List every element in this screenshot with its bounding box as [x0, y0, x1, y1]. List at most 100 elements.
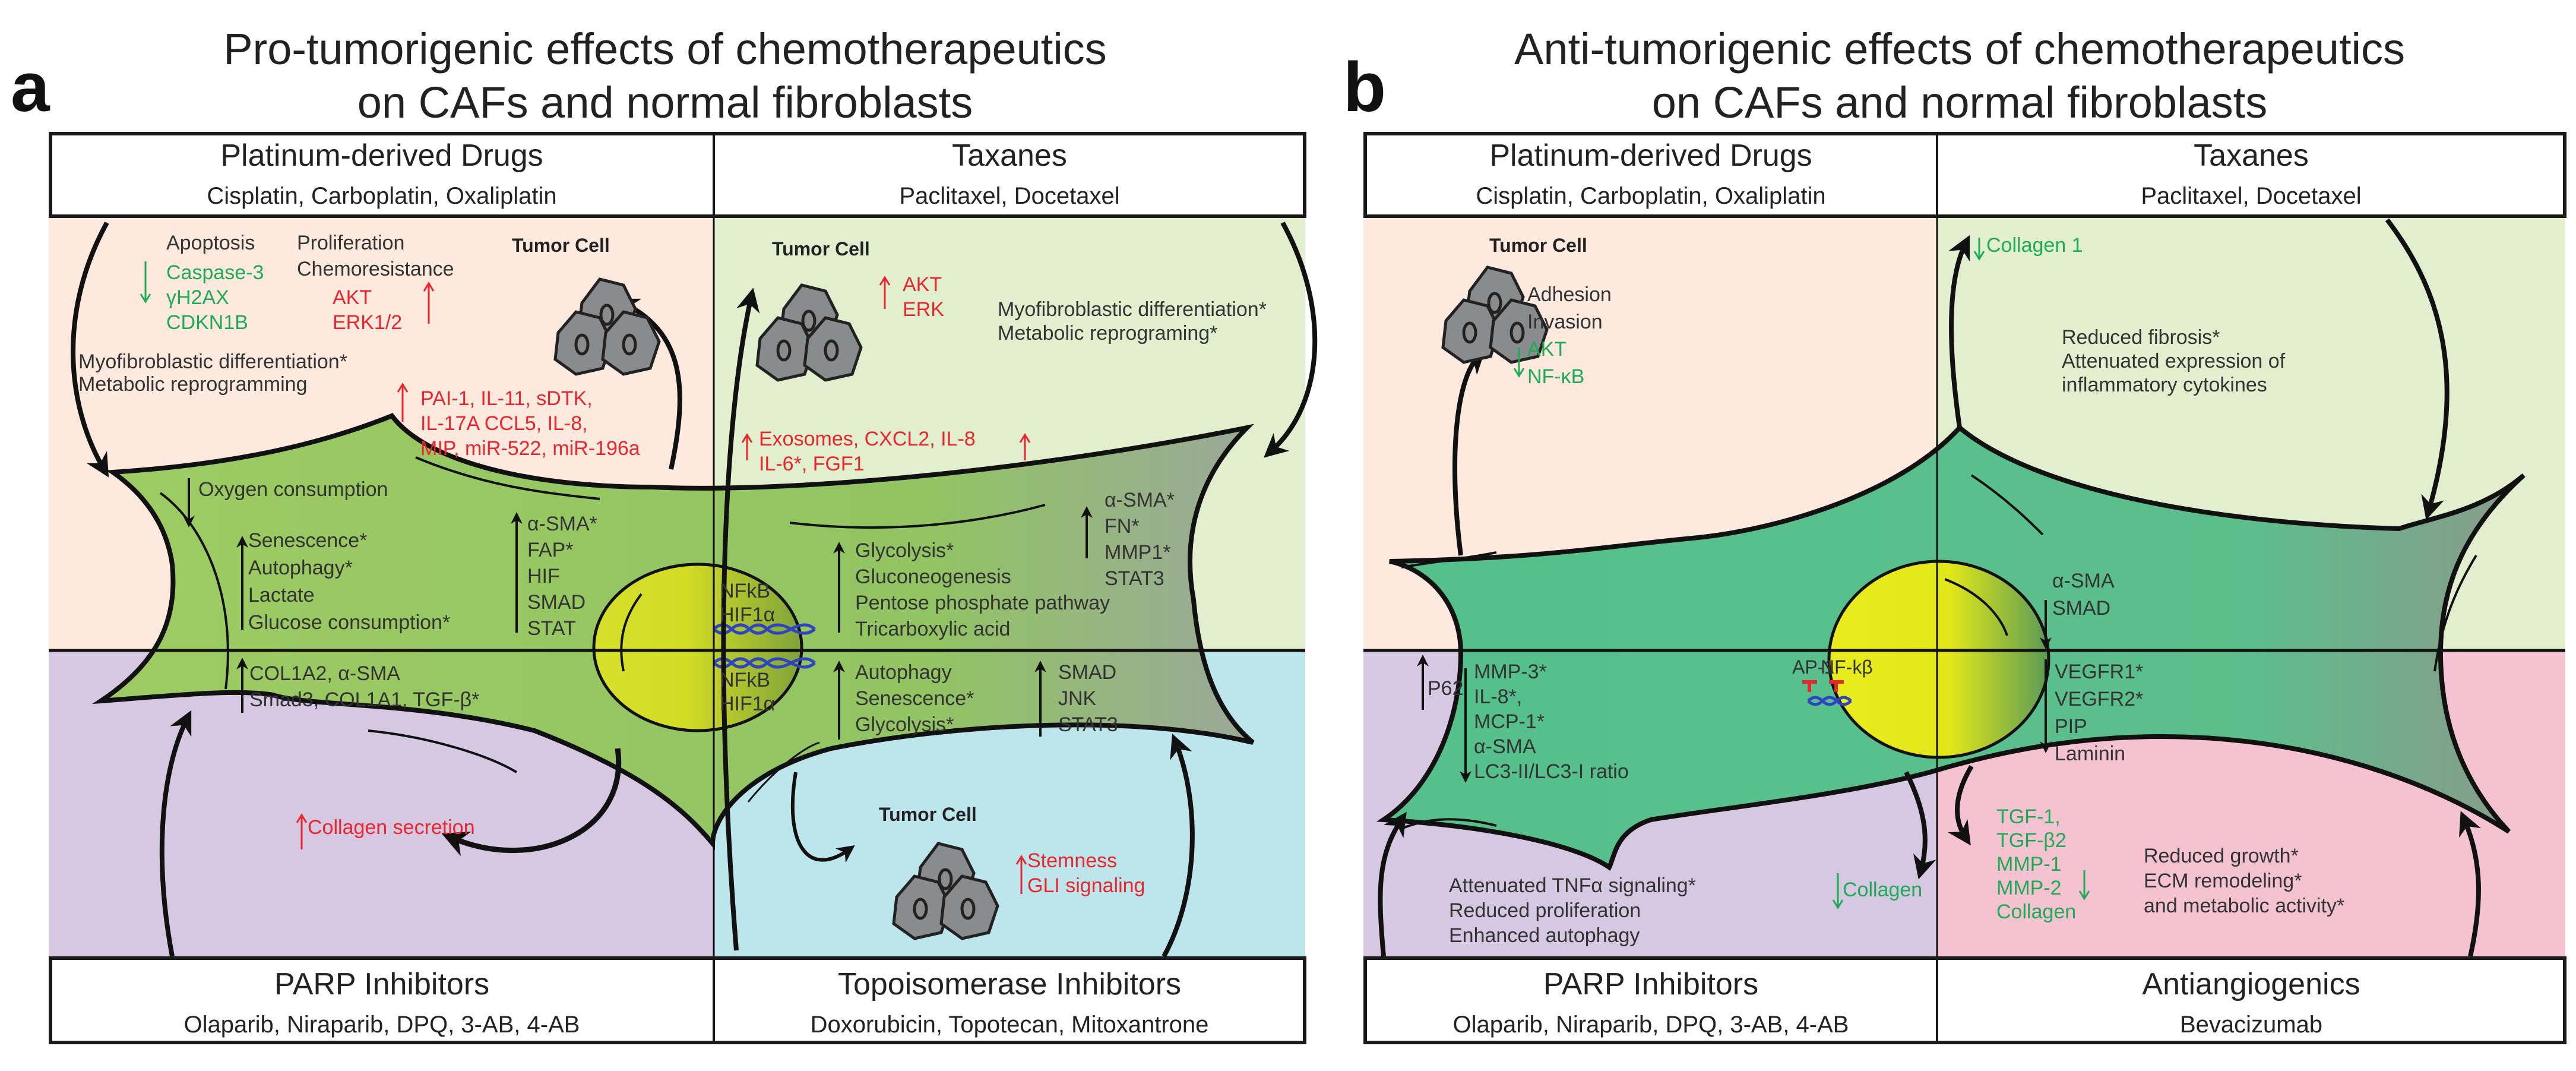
nucleus-factor: HIF1α	[720, 604, 776, 626]
label-metabolic-taxanes-a: Metabolic reprograming*	[998, 322, 1218, 345]
header-platinum-a-title: Platinum-derived Drugs	[220, 138, 543, 173]
effect: Reduced fibrosis*	[2062, 326, 2220, 349]
tumor-cell-icon	[755, 283, 863, 382]
effect: Invasion	[1527, 311, 1603, 333]
tumor-cell-icon	[1441, 266, 1549, 364]
up-factors-taxanes-a: α-SMA* FN* MMP1* STAT3	[1105, 487, 1175, 592]
panel-a-letter: a	[11, 48, 50, 127]
label-oxygen-consumption: Oxygen consumption	[198, 478, 388, 501]
effect: Adhesion	[1527, 283, 1612, 306]
arrow-cell-to-collagen1	[1948, 235, 1970, 428]
panel-a-header	[49, 132, 1306, 218]
tumor-cell-icon	[892, 842, 999, 940]
down-factors-antiangio-b: VEGFR1* VEGFR2* PIP Laminin	[2055, 658, 2143, 767]
tumor-cell-icon	[553, 277, 661, 376]
marker: Caspase-3	[166, 261, 264, 284]
arrow-platinum-to-cell	[71, 222, 109, 478]
process: Tricarboxylic acid	[855, 618, 1011, 640]
nucleus-a	[592, 563, 803, 732]
arrow-parp-to-cell	[159, 710, 192, 957]
marker: MMP-1	[1996, 853, 2062, 876]
down-markers-parp-b: MMP-3* IL-8*, MCP-1* α-SMA LC3-II/LC3-I …	[1474, 659, 1629, 784]
label-chemoresistance: Chemoresistance	[297, 258, 454, 280]
factor: Laminin	[2055, 743, 2126, 765]
header-taxanes-b: Taxanes Paclitaxel, Docetaxel	[1939, 137, 2563, 211]
up-factors-platinum-a: α-SMA* FAP* HIF SMAD STAT	[527, 511, 597, 642]
tumor-cell-label-platinum-b: Tumor Cell	[1489, 235, 1587, 256]
arrow-cell-to-tumor-b	[1452, 349, 1486, 556]
tumor-cell-label-topo-a: Tumor Cell	[879, 804, 977, 825]
nucleus-b	[1827, 560, 2050, 759]
panel-b-title-line2: on CAFs and normal fibroblasts	[1651, 78, 2268, 127]
process: Autophagy	[855, 661, 952, 684]
factor: SMAD	[527, 591, 586, 614]
marker: AKT	[333, 286, 372, 309]
footer-antiangio-b: Antiangiogenics Bevacizumab	[1939, 965, 2563, 1040]
effects-platinum-b: Adhesion Invasion	[1527, 281, 1612, 336]
marker: AKT	[903, 273, 942, 296]
header-taxanes-a-drugs: Paclitaxel, Docetaxel	[899, 183, 1120, 209]
arrow-cell-to-tumor-a2	[721, 288, 760, 951]
effect: Attenuated TNFα signaling*	[1449, 874, 1696, 897]
marker: TGF-β2	[1996, 829, 2067, 852]
header-platinum-b: Platinum-derived Drugs Cisplatin, Carbop…	[1367, 137, 1935, 211]
arrow-topo-to-tumor	[790, 772, 855, 863]
factor: FAP*	[527, 539, 574, 561]
secreted-line: IL-6*, FGF1	[759, 453, 865, 475]
effect: Enhanced autophagy	[1449, 924, 1640, 947]
up-processes-topo-a: Autophagy Senescence* Glycolysis*	[855, 659, 974, 738]
down-factors-taxanes-b: α-SMA SMAD	[2052, 567, 2115, 622]
secreted-line: Exosomes, CXCL2, IL-8	[759, 428, 976, 450]
effects-parp-b: Attenuated TNFα signaling* Reduced proli…	[1449, 873, 1696, 948]
footer-parp-b: PARP Inhibitors Olaparib, Niraparib, DPQ…	[1367, 965, 1935, 1040]
factor: JNK	[1058, 687, 1097, 710]
down-markers-platinum-b: AKT NF-κB	[1527, 336, 1584, 390]
arrow-cell-to-collagen-b	[1904, 771, 1936, 880]
effects-taxanes-b: Reduced fibrosis* Attenuated expression …	[2062, 326, 2285, 397]
factor: SMAD	[1058, 661, 1117, 684]
factor: α-SMA	[2052, 570, 2115, 592]
panel-b-footer	[1363, 956, 2566, 1044]
panel-a-title: Pro-tumorigenic effects of chemotherapeu…	[154, 23, 1176, 129]
nucleus-label-ap1: AP-1	[1792, 656, 1835, 678]
effect: Reduced growth*	[2144, 845, 2299, 867]
arrow-taxanes-to-cell	[1264, 222, 1318, 458]
marker: γH2AX	[166, 286, 229, 309]
footer-parp-a-title: PARP Inhibitors	[274, 967, 490, 1002]
footer-parp-b-drugs: Olaparib, Niraparib, DPQ, 3-AB, 4-AB	[1452, 1012, 1849, 1038]
label-metabolic-platinum-a: Metabolic reprogramming	[78, 373, 308, 396]
arrow-cell-to-antiangio	[1948, 764, 1974, 846]
header-platinum-b-title: Platinum-derived Drugs	[1489, 138, 1812, 173]
up-processes-platinum-a: Senescence* Autophagy* Lactate Glucose c…	[248, 527, 450, 636]
footer-antiangio-b-title: Antiangiogenics	[2142, 967, 2360, 1002]
footer-topo-a: Topoisomerase Inhibitors Doxorubicin, To…	[716, 965, 1303, 1040]
label-myofib-platinum-a: Myofibroblastic differentiation*	[78, 350, 347, 373]
header-taxanes-b-title: Taxanes	[2194, 138, 2309, 173]
arrow-topo-to-cell	[1162, 734, 1195, 958]
label-collagen-parp-b: Collagen	[1843, 879, 1923, 901]
dna-icon	[713, 623, 816, 635]
effect: Attenuated expression of	[2062, 350, 2286, 372]
panel-a-title-line2: on CAFs and normal fibroblasts	[357, 78, 973, 127]
header-taxanes-a-title: Taxanes	[952, 138, 1067, 173]
panel-a-footer	[49, 956, 1306, 1044]
marker: AKT	[1527, 338, 1567, 361]
arrow-parp-to-cell-b	[1378, 811, 1407, 957]
marker: Smad3, COL1A1, TGF-β*	[249, 688, 480, 711]
marker: ERK1/2	[333, 311, 403, 334]
dna-icon	[1807, 696, 1852, 706]
process: Pentose phosphate pathway	[855, 592, 1110, 614]
process: Lactate	[248, 584, 315, 606]
label-apoptosis: Apoptosis	[166, 232, 255, 254]
factor: α-SMA*	[1105, 489, 1175, 511]
marker: MCP-1*	[1474, 710, 1545, 733]
up-factors-topo-a: SMAD JNK STAT3	[1058, 659, 1118, 738]
header-taxanes-a: Taxanes Paclitaxel, Docetaxel	[716, 137, 1303, 211]
factor: STAT	[527, 617, 576, 640]
process: Autophagy*	[248, 557, 353, 579]
up-metabolism-taxanes-a: Glycolysis* Gluconeogenesis Pentose phos…	[855, 538, 1110, 642]
inhibition-icon	[1802, 680, 1844, 692]
header-divider-b	[1936, 132, 1938, 218]
nucleus-factor: HIF1α	[720, 693, 776, 715]
